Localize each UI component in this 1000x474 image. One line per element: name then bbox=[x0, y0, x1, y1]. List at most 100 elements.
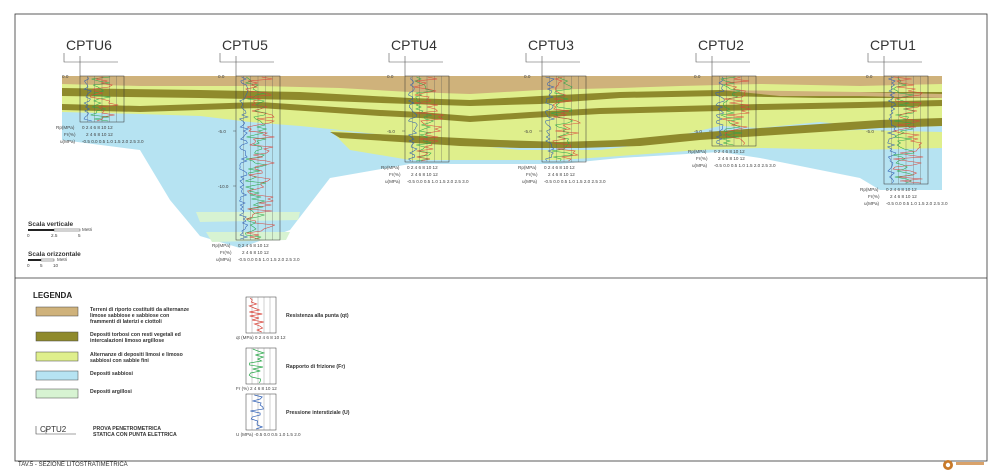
borehole-group: CPTU6 0.0Rp(MPa) 0 2 4 6 8 10 12 Fr(%) 2 4 6… bbox=[56, 37, 948, 262]
rp-axis-ticks: 0 2 4 6 8 10 12 bbox=[82, 125, 113, 130]
curve-u bbox=[407, 76, 418, 162]
depth-label-top: 0.0 bbox=[218, 74, 225, 79]
cptu-example-label: CPTU2 bbox=[40, 425, 67, 434]
u-axis-ticks: -0.5 0.0 0.5 1.0 1.5 2.0 2.5 3.0 bbox=[886, 201, 948, 206]
borehole-4: CPTU3 0.0 -5.0Rp(MPa) 0 2 4 6 8 10 12 Fr(%) 2… bbox=[518, 37, 606, 184]
legend-swatch bbox=[35, 306, 79, 317]
depth-label-top: 0.0 bbox=[387, 74, 394, 79]
curve-legend-axis: U (MPa) -0.5 0.0 0.5 1.0 1.5 2.0 bbox=[236, 432, 301, 437]
depth-label-top: 0.0 bbox=[62, 74, 69, 79]
cptu-symbol-bracket bbox=[35, 426, 76, 435]
depth-mark: -10.0 bbox=[218, 184, 229, 189]
rp-axis-ticks: 0 2 4 6 8 10 12 bbox=[886, 187, 917, 192]
curve-u bbox=[886, 76, 897, 184]
u-axis-ticks: -0.5 0.0 0.5 1.0 1.5 2.0 2.5 3.0 bbox=[544, 179, 606, 184]
legend-item: Depositi argillosi bbox=[35, 388, 132, 399]
borehole-label: CPTU1 bbox=[870, 37, 916, 53]
legend-swatch bbox=[35, 331, 79, 342]
depth-mark: -5.0 bbox=[524, 129, 532, 134]
curve-u bbox=[238, 76, 250, 240]
curve-u bbox=[715, 76, 725, 146]
curve-legend-text: Pressione interstiziale (U) bbox=[286, 410, 350, 416]
curve-qt bbox=[245, 76, 276, 240]
curve-fr bbox=[245, 76, 267, 240]
legend-text-line2: intercalazioni limoso argillose bbox=[90, 338, 164, 344]
borehole-label: CPTU2 bbox=[698, 37, 744, 53]
rp-axis-ticks: 0 2 4 6 8 10 12 bbox=[238, 243, 269, 248]
vscale-tick-1: 2.5 bbox=[51, 233, 58, 238]
hscale-bar-a bbox=[28, 259, 41, 261]
legend-item: Depositi sabbiosi bbox=[35, 370, 134, 381]
u-axis-label: u(MPa) bbox=[692, 163, 708, 168]
cptu-desc-line2: STATICA CON PUNTA ELETTRICA bbox=[93, 432, 177, 438]
curve-legend-sample bbox=[248, 297, 264, 333]
curve-fr bbox=[719, 76, 743, 146]
vscale-bar-b bbox=[53, 228, 81, 232]
curve-qt bbox=[721, 76, 751, 146]
legend-text-line3: frammenti di laterizi e ciottoli bbox=[90, 319, 162, 325]
layer-argilla bbox=[196, 212, 300, 222]
fr-axis-label: Fr(%) bbox=[220, 250, 232, 255]
rp-axis-label: Rp(MPa) bbox=[518, 165, 537, 170]
depth-label-top: 0.0 bbox=[866, 74, 873, 79]
vscale-tick-0: 0 bbox=[27, 233, 30, 238]
hscale-bar-b bbox=[40, 258, 55, 262]
curve-qt bbox=[552, 76, 582, 162]
depth-mark: -5.0 bbox=[694, 129, 702, 134]
layer-torba-2 bbox=[62, 100, 942, 122]
u-axis-ticks: -0.5 0.0 0.5 1.0 1.5 2.0 2.5 3.0 bbox=[82, 139, 144, 144]
legend-swatch bbox=[35, 370, 79, 381]
rp-axis-ticks: 0 2 4 6 8 10 12 bbox=[544, 165, 575, 170]
curve-legend-item: U (MPa) -0.5 0.0 0.5 1.0 1.5 2.0 Pression… bbox=[236, 393, 350, 437]
rp-axis-label: Rp(MPa) bbox=[688, 149, 707, 154]
depth-label-top: 0.0 bbox=[694, 74, 701, 79]
depth-mark: -5.0 bbox=[218, 129, 226, 134]
rp-axis-ticks: 0 2 4 6 8 10 12 bbox=[714, 149, 745, 154]
hscale-tick-1: 5 bbox=[40, 263, 43, 268]
rp-axis-ticks: 0 2 4 6 8 10 12 bbox=[407, 165, 438, 170]
legend-text-line1: Depositi sabbiosi bbox=[90, 371, 134, 377]
curve-legend-text: Resistenza alla punta (qt) bbox=[286, 313, 349, 319]
curve-legend-sample bbox=[248, 348, 266, 384]
u-axis-label: u(MPa) bbox=[522, 179, 538, 184]
layer-torba-1 bbox=[62, 88, 942, 106]
vertical-scale-unit: Metri bbox=[82, 227, 92, 232]
curve-legend-box bbox=[245, 296, 277, 334]
logo-wordmark bbox=[956, 462, 984, 465]
fr-axis-label: Fr(%) bbox=[526, 172, 538, 177]
cptu-desc-line1: PROVA PENETROMETRICA bbox=[93, 426, 161, 432]
borehole-bracket bbox=[695, 53, 750, 63]
vscale-bar-a bbox=[28, 229, 54, 231]
borehole-label: CPTU3 bbox=[528, 37, 574, 53]
legend-items: Terreni di riporto costituiti da alterna… bbox=[35, 306, 189, 399]
borehole-axes: Rp(MPa) 0 2 4 6 8 10 12 Fr(%) 2 4 6 8 10 12… bbox=[518, 165, 606, 184]
borehole-label: CPTU6 bbox=[66, 37, 112, 53]
legend-swatch bbox=[35, 388, 79, 399]
geological-section bbox=[62, 76, 942, 248]
hscale-tick-0: 0 bbox=[27, 263, 30, 268]
depth-mark: -5.0 bbox=[387, 129, 395, 134]
borehole-bracket bbox=[388, 53, 443, 63]
fr-axis-ticks: 2 4 6 8 10 12 bbox=[411, 172, 438, 177]
sheet-title: TAV.5 - SEZIONE LITOSTRATIMETRICA bbox=[18, 462, 128, 468]
legend-text-line1: Alternanze di depositi limosi e limoso bbox=[90, 352, 183, 358]
fr-axis-ticks: 2 4 6 8 10 12 bbox=[548, 172, 575, 177]
u-axis-label: u(MPa) bbox=[864, 201, 880, 206]
depth-label-top: 0.0 bbox=[524, 74, 531, 79]
borehole-bracket bbox=[867, 53, 922, 63]
u-axis-ticks: -0.5 0.0 0.5 1.0 1.5 2.0 2.5 3.0 bbox=[714, 163, 776, 168]
fr-axis-ticks: 2 4 6 8 10 12 bbox=[86, 132, 113, 137]
rp-axis-label: Rp(MPa) bbox=[860, 187, 879, 192]
legend-text-line1: Terreni di riporto costituiti da alterna… bbox=[90, 307, 189, 313]
fr-axis-label: Fr(%) bbox=[696, 156, 708, 161]
curve-legend-axis: Fr (%) 2 4 6 8 10 12 bbox=[236, 386, 277, 391]
borehole-bracket bbox=[219, 53, 274, 63]
